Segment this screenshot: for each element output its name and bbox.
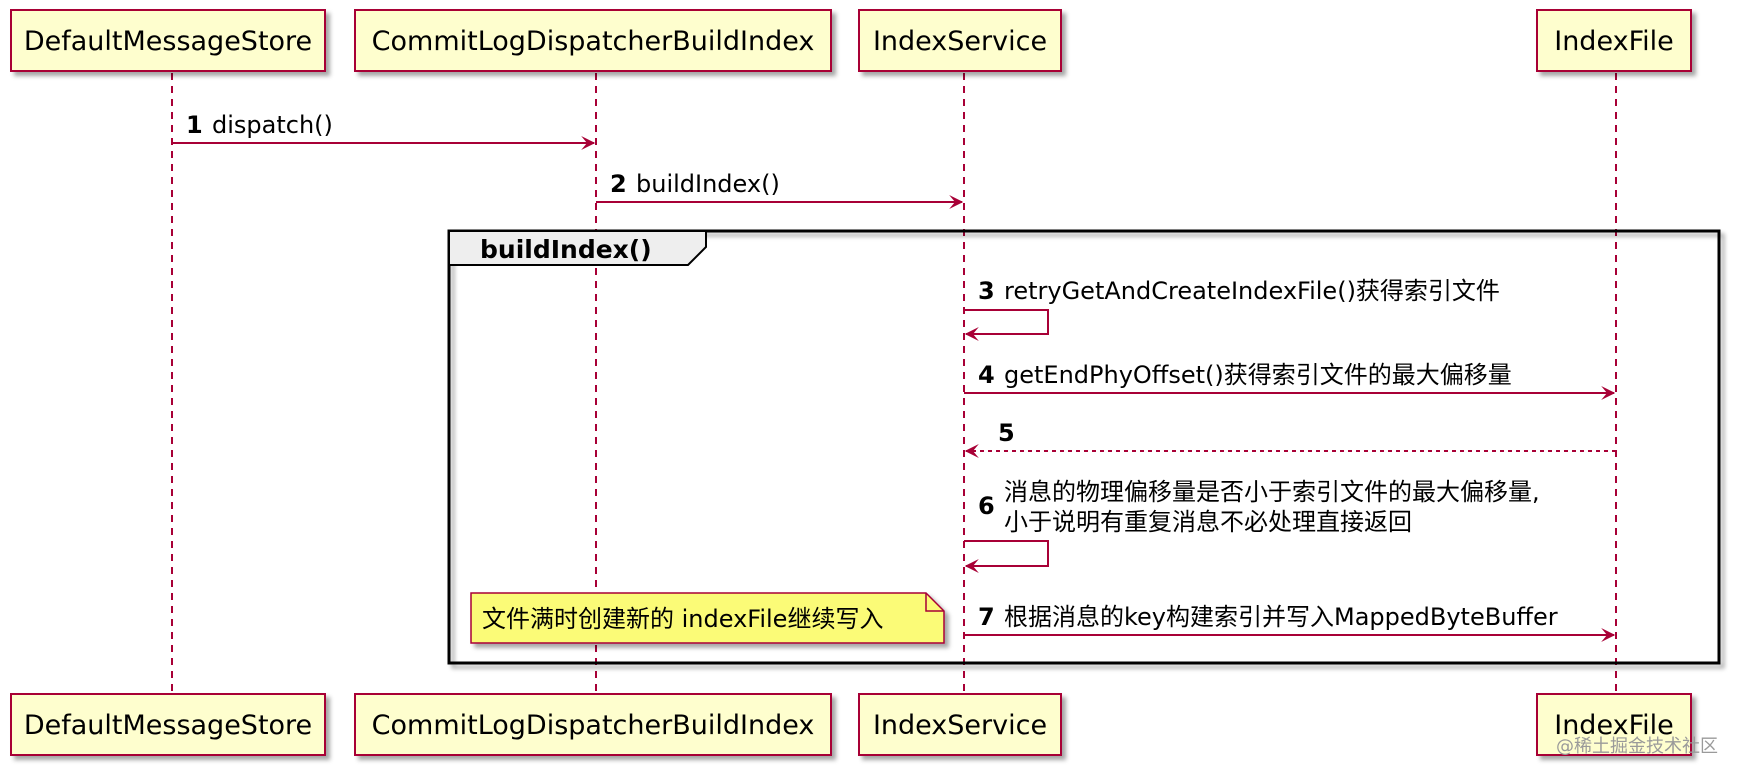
note-label: 文件满时创建新的 indexFile继续写入 <box>482 605 883 633</box>
frame-tab <box>448 230 707 266</box>
message-label: retryGetAndCreateIndexFile()获得索引文件 <box>1004 277 1500 305</box>
participant-label: IndexService <box>873 710 1047 741</box>
participant-index-service-bottom[interactable]: IndexService <box>858 693 1062 756</box>
message-label-line1: 消息的物理偏移量是否小于索引文件的最大偏移量, <box>1004 478 1540 506</box>
participant-commitlog-dispatcher-bottom[interactable]: CommitLogDispatcherBuildIndex <box>354 693 832 756</box>
message-7-build-and-write: 7 根据消息的key构建索引并写入MappedByteBuffer <box>964 603 1616 642</box>
message-1-dispatch: 1 dispatch() <box>172 111 596 150</box>
participant-index-file-top[interactable]: IndexFile <box>1536 9 1692 72</box>
message-2-build-index: 2 buildIndex() <box>596 170 964 209</box>
participant-default-message-store-bottom[interactable]: DefaultMessageStore <box>10 693 326 756</box>
messages: 1 dispatch() 2 buildIndex() 3 retryGetAn… <box>172 111 1616 642</box>
participant-label: DefaultMessageStore <box>24 26 312 57</box>
message-3-retry-get-and-create: 3 retryGetAndCreateIndexFile()获得索引文件 <box>964 277 1500 341</box>
message-number: 7 <box>978 603 995 631</box>
message-label: buildIndex() <box>636 170 780 198</box>
message-number: 5 <box>998 419 1015 447</box>
message-number: 4 <box>978 361 995 389</box>
build-index-frame: buildIndex() <box>447 229 1721 665</box>
frame-border <box>447 229 1721 665</box>
participant-label: IndexService <box>873 26 1047 57</box>
participant-label: CommitLogDispatcherBuildIndex <box>372 26 815 57</box>
message-number: 6 <box>978 492 995 520</box>
message-number: 2 <box>610 170 627 198</box>
participant-label: IndexFile <box>1554 710 1674 741</box>
participant-commitlog-dispatcher-top[interactable]: CommitLogDispatcherBuildIndex <box>354 9 832 72</box>
participant-index-service-top[interactable]: IndexService <box>858 9 1062 72</box>
message-label: 根据消息的key构建索引并写入MappedByteBuffer <box>1004 603 1558 631</box>
participant-index-file-bottom[interactable]: IndexFile <box>1536 693 1692 756</box>
message-5-return: 5 <box>964 419 1616 458</box>
message-label-line2: 小于说明有重复消息不必处理直接返回 <box>1004 508 1412 536</box>
watermark: @稀土掘金技术社区 <box>1556 736 1718 757</box>
note: 文件满时创建新的 indexFile继续写入 <box>470 592 945 644</box>
message-number: 3 <box>978 277 995 305</box>
participant-label: IndexFile <box>1554 26 1674 57</box>
message-6-offset-check: 6 消息的物理偏移量是否小于索引文件的最大偏移量, 小于说明有重复消息不必处理直… <box>964 478 1540 573</box>
participants-top: DefaultMessageStore CommitLogDispatcherB… <box>10 9 1692 72</box>
message-number: 1 <box>186 111 203 139</box>
participants-bottom: DefaultMessageStore CommitLogDispatcherB… <box>10 693 1692 756</box>
note-body <box>470 592 945 644</box>
note-fold <box>925 593 944 612</box>
message-label: getEndPhyOffset()获得索引文件的最大偏移量 <box>1004 361 1512 389</box>
participant-label: CommitLogDispatcherBuildIndex <box>372 710 815 741</box>
participant-default-message-store-top[interactable]: DefaultMessageStore <box>10 9 326 72</box>
participant-label: DefaultMessageStore <box>24 710 312 741</box>
message-label: dispatch() <box>212 111 333 139</box>
frame-label: buildIndex() <box>480 235 652 264</box>
message-4-get-end-phy-offset: 4 getEndPhyOffset()获得索引文件的最大偏移量 <box>964 361 1616 400</box>
